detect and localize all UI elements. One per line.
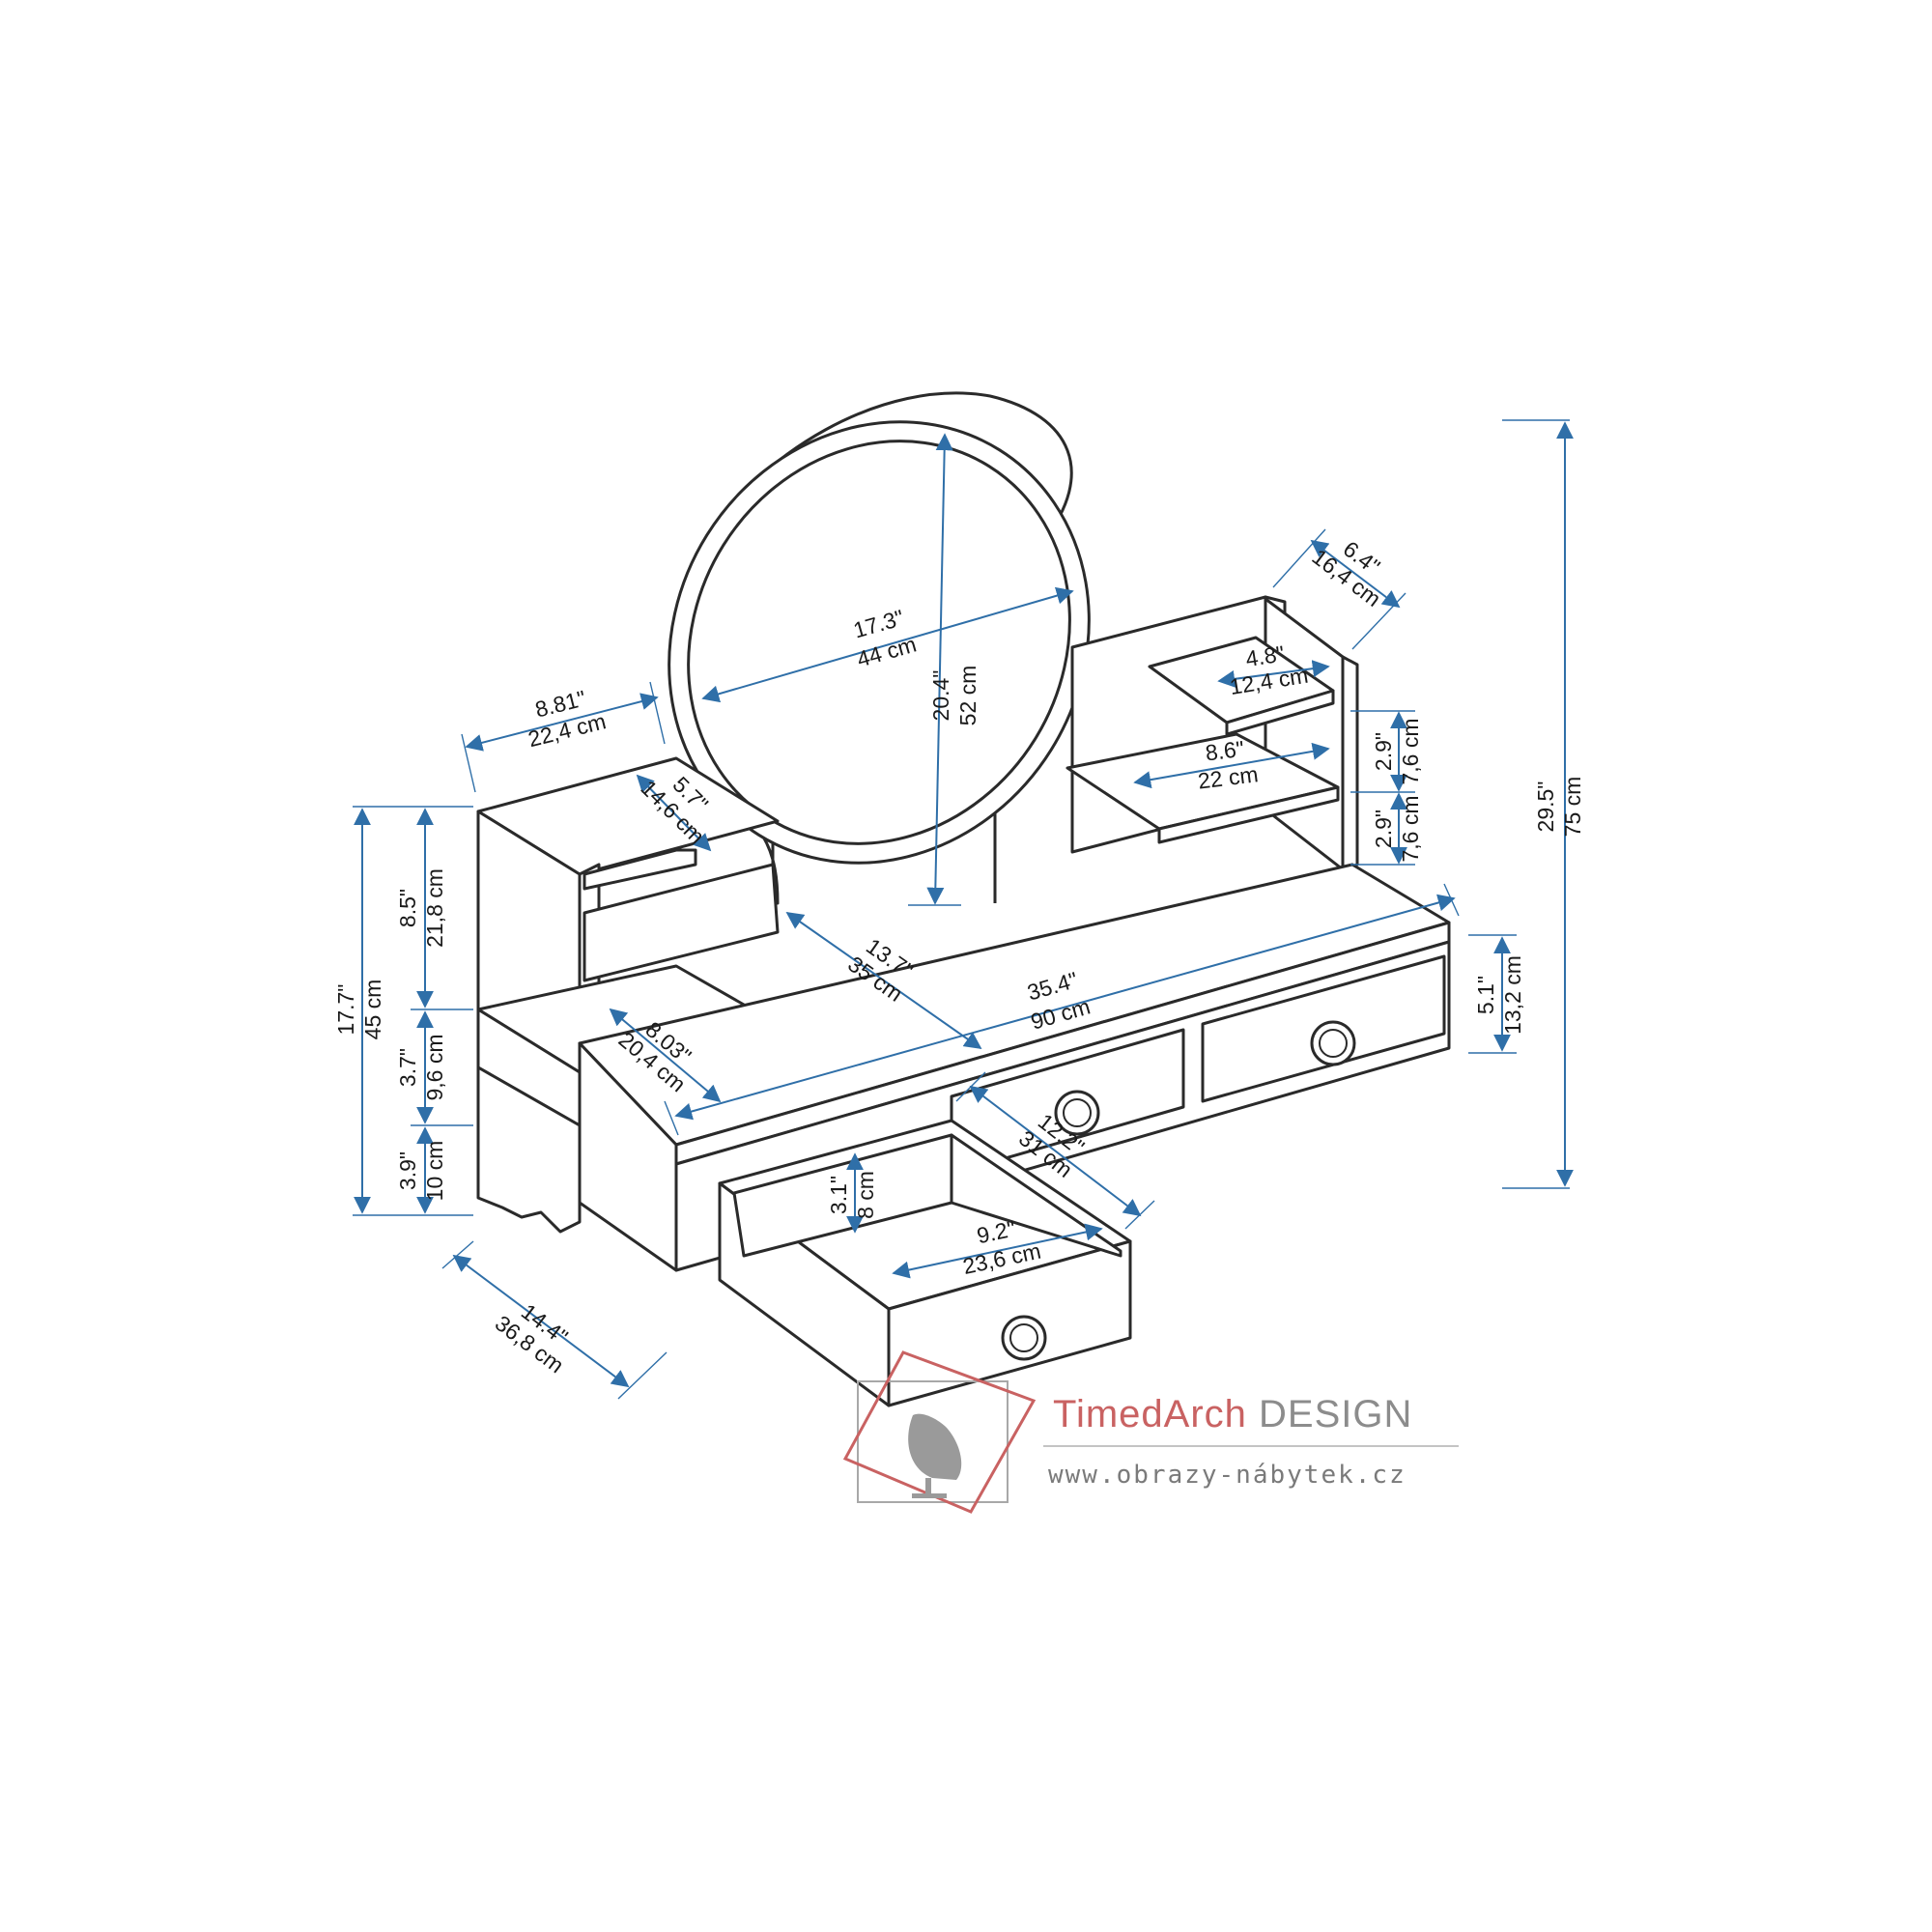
dim-drawer-front-height-inch: 5.1": [1473, 976, 1498, 1014]
dim-drawer-inner-height: 3.1" 8 cm: [826, 1171, 878, 1219]
dim-left-middle-height-inch: 3.7": [395, 1048, 420, 1087]
dim-mirror-height-inch: 20.4": [928, 670, 953, 722]
dim-mirror-height-cm: 52 cm: [955, 666, 980, 726]
dim-mirror-height: 20.4" 52 cm: [928, 666, 980, 726]
dim-total-height-inch: 29.5": [1533, 781, 1558, 833]
dim-shelf-gap-lower-right-inch: 2.9": [1371, 810, 1396, 848]
brand-url: www.obrazy-nábytek.cz: [1048, 1461, 1406, 1490]
dim-shelf-gap-upper-right-inch: 2.9": [1371, 732, 1396, 771]
dim-shelf-gap-lower-right-cm: 7,6 cm: [1398, 795, 1423, 862]
dim-top-shelf-width-right-inch: 4.8": [1244, 640, 1287, 671]
brand-logo-icon: [842, 1350, 1037, 1514]
dimension-lines: [353, 419, 1574, 1400]
dim-left-bottom-height-inch: 3.9": [395, 1151, 420, 1190]
brand-name-second: Arch: [1164, 1393, 1247, 1435]
dim-shelf-gap-upper-right-cm: 7,6 cm: [1398, 718, 1423, 784]
dim-drawer-front-height-cm: 13,2 cm: [1500, 955, 1525, 1035]
dim-drawer-front-height: 5.1" 13,2 cm: [1473, 955, 1525, 1035]
brand-name: TimedArch DESIGN: [1053, 1393, 1412, 1435]
dim-left-bottom-height-cm: 10 cm: [422, 1141, 447, 1202]
dim-left-unit-height-cm: 45 cm: [360, 980, 385, 1040]
dim-left-middle-height: 3.7" 9,6 cm: [395, 1034, 447, 1100]
dim-total-depth: 14.4" 36,8 cm: [491, 1298, 573, 1378]
dim-left-upper-height: 8.5" 21,8 cm: [395, 868, 447, 948]
dim-left-upper-height-cm: 21,8 cm: [422, 868, 447, 948]
brand-name-third: DESIGN: [1247, 1393, 1412, 1435]
dim-shelf-gap-lower-right: 2.9" 7,6 cm: [1371, 795, 1423, 862]
dim-total-height: 29.5" 75 cm: [1533, 777, 1585, 838]
dim-left-unit-height-inch: 17.7": [333, 984, 358, 1036]
dim-left-unit-width: 8.81" 22,4 cm: [526, 686, 609, 753]
dim-left-unit-height: 17.7" 45 cm: [333, 980, 385, 1040]
furniture-outline: [476, 391, 1451, 1407]
dim-drawer-inner-height-cm: 8 cm: [853, 1171, 878, 1219]
dim-shelf-gap-upper-right: 2.9" 7,6 cm: [1371, 718, 1423, 784]
dim-lower-shelf-width-right-inch: 8.6": [1204, 736, 1245, 766]
right-shelf-unit: [1065, 595, 1359, 871]
brand-watermark: TimedArch DESIGN www.obrazy-nábytek.cz: [842, 1350, 1459, 1514]
dim-left-upper-height-inch: 8.5": [395, 889, 420, 927]
brand-name-first: Timed: [1053, 1393, 1164, 1435]
dim-left-middle-height-cm: 9,6 cm: [422, 1034, 447, 1100]
dim-left-bottom-height: 3.9" 10 cm: [395, 1141, 447, 1202]
dim-total-height-cm: 75 cm: [1560, 777, 1585, 838]
dim-drawer-inner-height-inch: 3.1": [826, 1176, 851, 1214]
